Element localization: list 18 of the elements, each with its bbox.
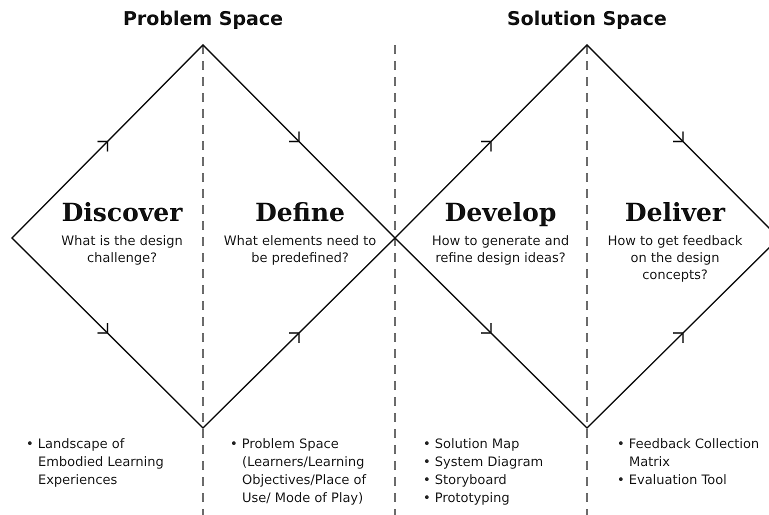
phase-heading: Develop (444, 198, 558, 227)
phase-question: How to get feedback on the design concepts? (606, 233, 744, 284)
bullet-item: • System Diagram (423, 454, 544, 472)
space-heading: Problem Space (123, 8, 284, 30)
bullet-item: • Feedback Collection Matrix (617, 436, 760, 472)
bullet-item: • Solution Map (423, 436, 520, 454)
phase-question: How to generate and refine design ideas? (430, 233, 570, 267)
bullet-item: • Landscape of Embodied Learning Experiences (26, 436, 165, 490)
phase-heading: Discover (60, 198, 184, 227)
bullet-item: • Evaluation Tool (617, 472, 728, 490)
bullet-item: • Storyboard (423, 472, 508, 490)
phase-question: What is the design challenge? (60, 233, 184, 267)
phase-heading: Deliver (624, 198, 726, 227)
bullet-item: • Problem Space (Learners/Learning Objectives/Place of Use/ Mode of Play) (230, 436, 368, 508)
space-heading: Solution Space (507, 8, 667, 30)
phase-question: What elements need to be predefined? (222, 233, 378, 267)
phase-heading: Define (254, 198, 346, 227)
bullet-item: • Prototyping (423, 490, 511, 508)
